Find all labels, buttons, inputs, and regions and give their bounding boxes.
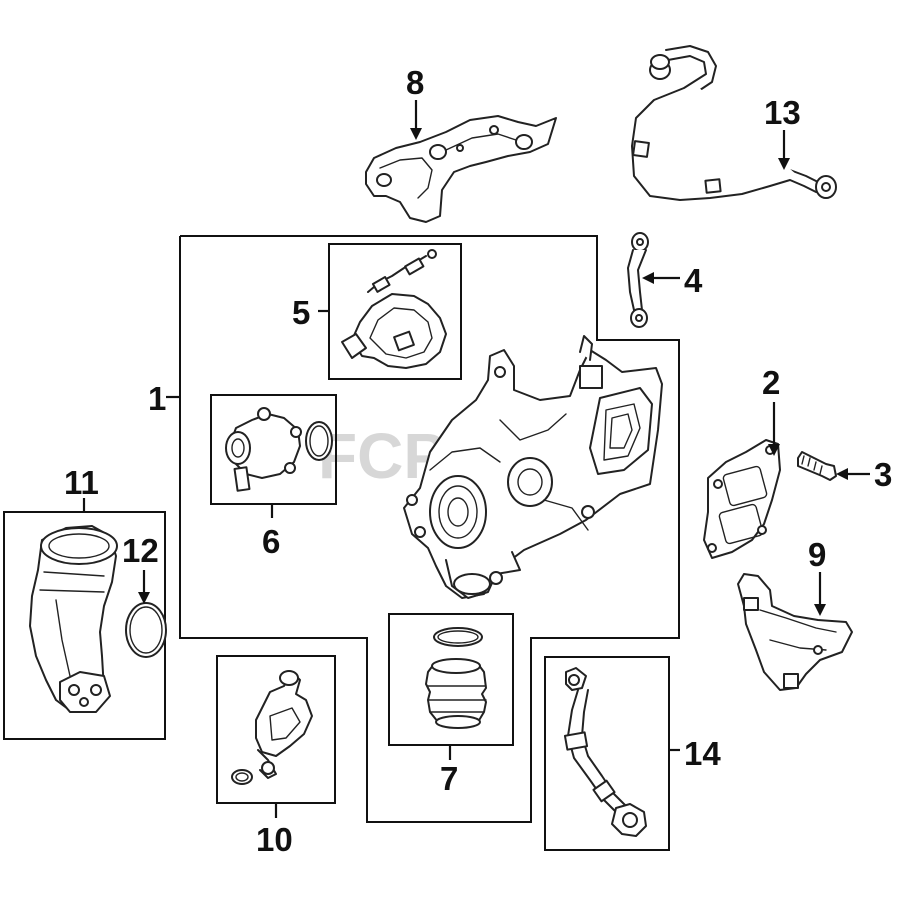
part-12-o-ring[interactable] <box>125 602 167 658</box>
callout-12[interactable]: 12 <box>122 532 159 569</box>
callout-3[interactable]: 3 <box>874 456 892 493</box>
callout-5[interactable]: 5 <box>292 294 310 331</box>
part-4-bracket[interactable] <box>627 232 649 328</box>
callout-11[interactable]: 11 <box>64 464 99 501</box>
callout-9[interactable]: 9 <box>808 536 826 573</box>
part-13-oil-feed-line[interactable] <box>631 45 837 201</box>
assembly-1-outline <box>179 235 680 823</box>
callout-7[interactable]: 7 <box>440 760 458 797</box>
part-8-heat-shield[interactable] <box>365 115 557 223</box>
callout-14[interactable]: 14 <box>684 735 721 772</box>
part-3-stud[interactable] <box>797 451 837 481</box>
part-6-box <box>210 394 337 505</box>
part-7-boot-and-seal[interactable] <box>425 627 487 729</box>
part-9-heat-shield[interactable] <box>737 573 853 691</box>
callout-2[interactable]: 2 <box>762 364 780 401</box>
leader-lines <box>82 100 870 818</box>
part-11-intake-hose[interactable] <box>29 525 118 713</box>
part-6-thermostat-housing[interactable] <box>225 407 333 492</box>
callout-1[interactable]: 1 <box>148 380 166 417</box>
callout-6[interactable]: 6 <box>262 523 280 560</box>
part-1-turbocharger[interactable] <box>403 335 663 599</box>
callout-10[interactable]: 10 <box>256 821 293 858</box>
part-5-actuator[interactable] <box>341 249 447 369</box>
part-2-gasket[interactable] <box>703 439 781 559</box>
callout-13[interactable]: 13 <box>764 94 801 131</box>
callout-8[interactable]: 8 <box>406 64 424 101</box>
callout-4[interactable]: 4 <box>684 262 703 299</box>
part-14-box <box>544 656 670 851</box>
part-10-water-fitting[interactable] <box>231 670 313 785</box>
part-14-oil-return-line[interactable] <box>563 667 647 837</box>
